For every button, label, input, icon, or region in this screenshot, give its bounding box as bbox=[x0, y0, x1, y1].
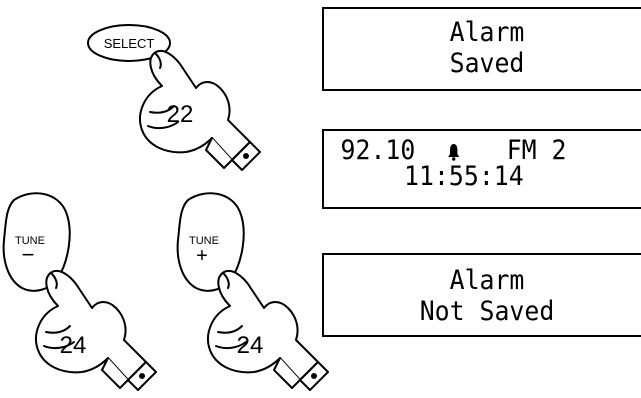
display-line-1: 92.10 FM 2 bbox=[324, 135, 624, 166]
tune-up-symbol: + bbox=[196, 245, 208, 267]
pressing-hand bbox=[139, 49, 261, 172]
step-number-tune-down: 24 bbox=[60, 332, 87, 359]
display-line-2: Not Saved bbox=[419, 296, 555, 327]
tune-down-label: TUNE bbox=[15, 235, 45, 247]
lcd-display-alarm-saved: Alarm Saved bbox=[322, 7, 641, 91]
tune-down-symbol: − bbox=[22, 242, 35, 267]
band: FM 2 bbox=[506, 135, 567, 166]
step-number-select: 22 bbox=[167, 101, 194, 128]
display-line-1: Alarm bbox=[449, 265, 525, 296]
clock-time: 11:55:14 bbox=[404, 161, 524, 192]
frequency: 92.10 bbox=[340, 135, 416, 166]
select-button-label: SELECT bbox=[104, 36, 155, 51]
lcd-display-radio: 92.10 FM 2 11:55:14 bbox=[322, 129, 641, 209]
bell-icon bbox=[448, 143, 460, 161]
step-number-tune-up: 24 bbox=[237, 332, 264, 359]
pressing-hand bbox=[35, 269, 157, 391]
display-line-1: Alarm bbox=[449, 17, 525, 48]
tune-up-label: TUNE bbox=[189, 235, 219, 247]
lcd-display-alarm-not-saved: Alarm Not Saved bbox=[322, 253, 641, 337]
display-line-2: Saved bbox=[449, 48, 525, 79]
pressing-hand bbox=[207, 269, 329, 391]
select-button: SELECT bbox=[87, 24, 171, 62]
